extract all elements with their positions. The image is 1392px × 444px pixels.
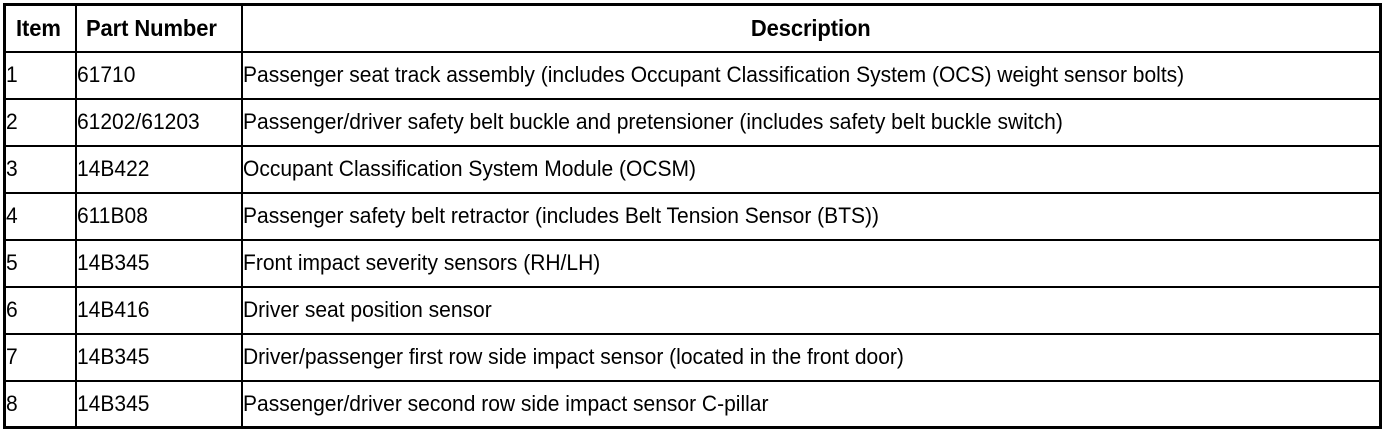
table-row: 8 14B345 Passenger/driver second row sid… xyxy=(4,379,1381,428)
cell-part-number: 14B345 xyxy=(75,238,243,287)
cell-item: 3 xyxy=(4,144,77,193)
cell-item-value: 1 xyxy=(6,62,18,87)
column-header-description: Description xyxy=(241,4,1381,53)
cell-description: Front impact severity sensors (RH/LH) xyxy=(241,238,1381,287)
cell-description-value: Occupant Classification System Module (O… xyxy=(242,156,696,181)
column-header-part-number: Part Number xyxy=(75,4,243,53)
table-row: 4 611B08 Passenger safety belt retractor… xyxy=(4,191,1381,240)
table-body: 1 61710 Passenger seat track assembly (i… xyxy=(4,51,1381,428)
cell-description-value: Passenger safety belt retractor (include… xyxy=(242,203,879,228)
cell-item-value: 4 xyxy=(6,203,18,228)
cell-item: 2 xyxy=(4,97,77,146)
cell-item: 1 xyxy=(4,51,77,99)
cell-part-number: 611B08 xyxy=(75,191,243,240)
cell-description: Passenger seat track assembly (includes … xyxy=(241,51,1381,99)
cell-description-value: Driver/passenger first row side impact s… xyxy=(242,344,904,369)
cell-item-value: 7 xyxy=(6,344,18,369)
cell-part-number-value: 14B422 xyxy=(76,156,149,181)
cell-item: 6 xyxy=(4,285,77,334)
cell-item: 8 xyxy=(4,379,77,428)
cell-item-value: 3 xyxy=(6,156,18,181)
table-row: 2 61202/61203 Passenger/driver safety be… xyxy=(4,97,1381,146)
cell-part-number: 14B345 xyxy=(75,379,243,428)
cell-part-number: 61710 xyxy=(75,51,243,99)
cell-item-value: 5 xyxy=(6,250,18,275)
cell-part-number-value: 14B416 xyxy=(76,297,149,322)
cell-item: 5 xyxy=(4,238,77,287)
cell-description: Passenger safety belt retractor (include… xyxy=(241,191,1381,240)
cell-part-number-value: 61710 xyxy=(76,62,135,87)
table-row: 5 14B345 Front impact severity sensors (… xyxy=(4,238,1381,287)
table-header-row: Item Part Number Description xyxy=(4,4,1381,53)
cell-description: Driver/passenger first row side impact s… xyxy=(241,332,1381,381)
cell-item-value: 8 xyxy=(6,390,18,416)
cell-part-number-value: 14B345 xyxy=(76,250,149,275)
cell-part-number: 61202/61203 xyxy=(75,97,243,146)
column-header-item-label: Item xyxy=(16,14,61,41)
cell-description: Passenger/driver second row side impact … xyxy=(241,379,1381,428)
table-row: 6 14B416 Driver seat position sensor xyxy=(4,285,1381,334)
cell-item: 4 xyxy=(4,191,77,240)
column-header-item: Item xyxy=(4,4,77,53)
cell-part-number: 14B422 xyxy=(75,144,243,193)
cell-description-value: Driver seat position sensor xyxy=(242,297,492,322)
cell-part-number-value: 14B345 xyxy=(76,344,149,369)
cell-item: 7 xyxy=(4,332,77,381)
cell-item-value: 6 xyxy=(6,297,18,322)
cell-description-value: Passenger/driver second row side impact … xyxy=(242,390,768,416)
parts-legend-table: Item Part Number Description 1 61710 Pas… xyxy=(3,3,1382,429)
cell-description-value: Passenger/driver safety belt buckle and … xyxy=(242,109,1063,134)
cell-part-number: 14B345 xyxy=(75,332,243,381)
cell-part-number-value: 14B345 xyxy=(76,390,149,416)
column-header-part-number-label: Part Number xyxy=(85,14,217,41)
table-row: 3 14B422 Occupant Classification System … xyxy=(4,144,1381,193)
table-header: Item Part Number Description xyxy=(4,4,1381,53)
cell-description: Driver seat position sensor xyxy=(241,285,1381,334)
column-header-description-label: Description xyxy=(750,14,871,41)
cell-item-value: 2 xyxy=(6,109,18,134)
cell-part-number-value: 611B08 xyxy=(76,203,148,228)
table-row: 7 14B345 Driver/passenger first row side… xyxy=(4,332,1381,381)
cell-description-value: Front impact severity sensors (RH/LH) xyxy=(242,250,600,275)
cell-description-value: Passenger seat track assembly (includes … xyxy=(242,62,1184,87)
cell-description: Passenger/driver safety belt buckle and … xyxy=(241,97,1381,146)
cell-part-number-value: 61202/61203 xyxy=(76,109,200,134)
cell-description: Occupant Classification System Module (O… xyxy=(241,144,1381,193)
table-row: 1 61710 Passenger seat track assembly (i… xyxy=(4,51,1381,99)
cell-part-number: 14B416 xyxy=(75,285,243,334)
